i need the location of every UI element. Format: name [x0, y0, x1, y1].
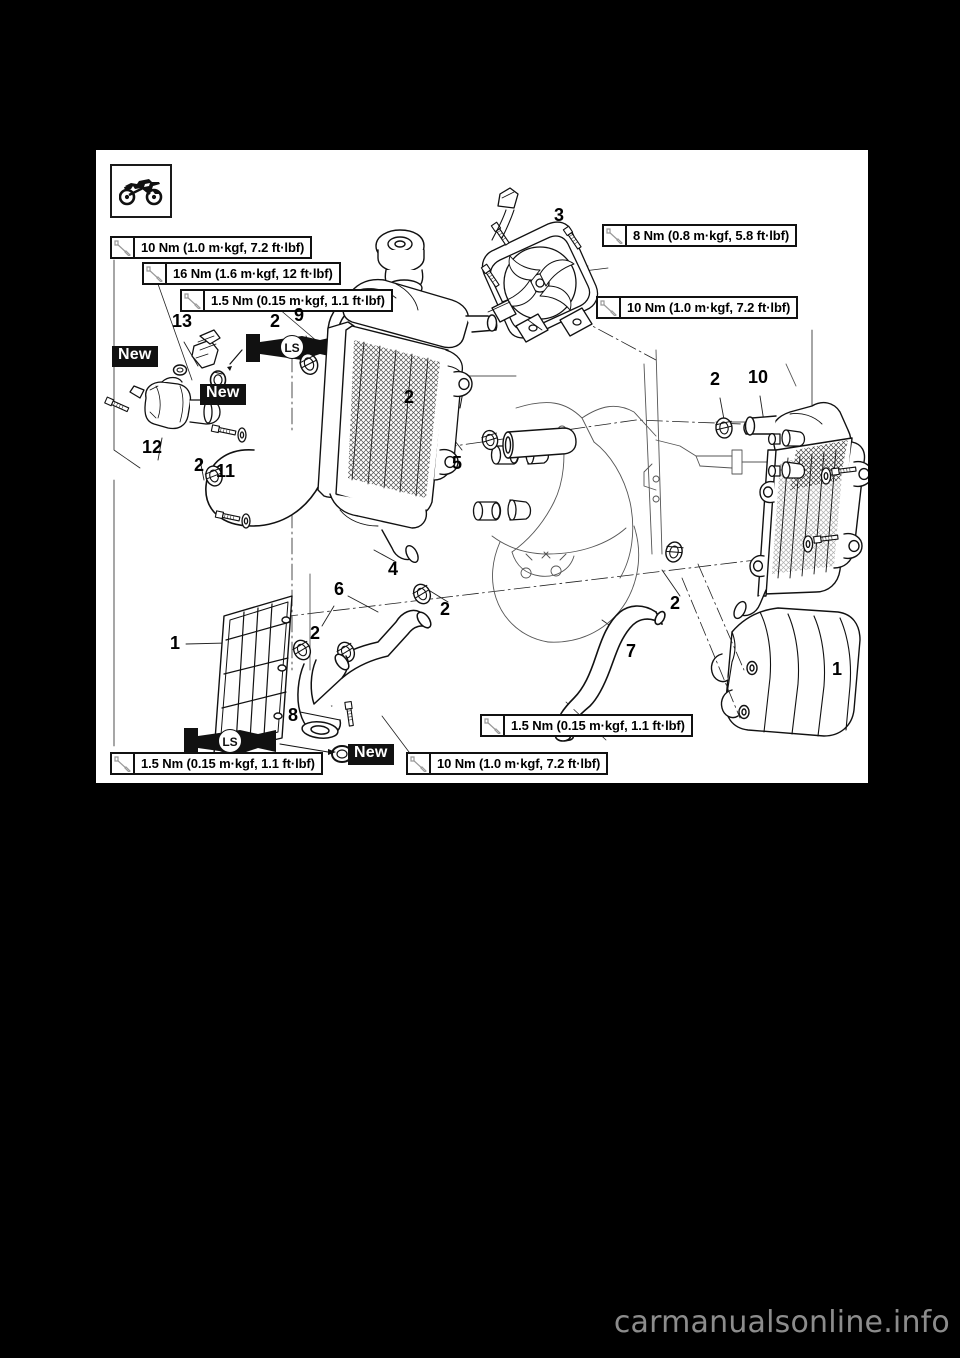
torque-spec-value: 10 Nm (1.0 m·kgf, 7.2 ft·lbf)	[437, 756, 601, 771]
torque-spec-16nm: 16 Nm (1.6 m·kgf, 12 ft·lbf)	[142, 262, 341, 285]
svg-text:LS: LS	[222, 735, 237, 749]
part-callout-13: 13	[172, 311, 193, 331]
torque-spec-value: 10 Nm (1.0 m·kgf, 7.2 ft·lbf)	[627, 300, 791, 315]
part-callout-5: 5	[452, 453, 463, 473]
part-callout-3-fan: 3	[554, 205, 565, 225]
torque-wrench-icon	[598, 298, 621, 317]
site-watermark: carmanualsonline.info	[613, 1305, 950, 1340]
torque-wrench-icon	[144, 264, 167, 283]
torque-spec-value: 1.5 Nm (0.15 m·kgf, 1.1 ft·lbf)	[141, 756, 315, 771]
part-callout-10: 10	[748, 367, 769, 387]
torque-spec-value: 1.5 Nm (0.15 m·kgf, 1.1 ft·lbf)	[211, 293, 385, 308]
diagram-artwork: LS	[96, 150, 868, 783]
part-callout-2-pipe8: 2	[310, 623, 321, 643]
part-callout-2-right-rad: 2	[710, 369, 721, 389]
part-callout-12: 12	[142, 437, 163, 457]
part-callout-1-right-shroud: 1	[832, 659, 843, 679]
part-callout-4-radiator: 4	[388, 559, 399, 579]
torque-spec-value: 1.5 Nm (0.15 m·kgf, 1.1 ft·lbf)	[511, 718, 685, 733]
part-callout-1-left-guard: 1	[170, 633, 181, 653]
torque-spec-value: 8 Nm (0.8 m·kgf, 5.8 ft·lbf)	[633, 228, 790, 243]
part-callout-2-hose6: 2	[440, 599, 451, 619]
part-callout-2-hose5: 2	[404, 387, 415, 407]
new-part-tag-top-left: New	[112, 346, 158, 367]
diagram-plate: LS	[96, 150, 868, 783]
torque-wrench-icon	[112, 754, 135, 773]
torque-wrench-icon	[408, 754, 431, 773]
part-callout-8: 8	[288, 705, 299, 725]
torque-spec-value: 10 Nm (1.0 m·kgf, 7.2 ft·lbf)	[141, 240, 305, 255]
torque-spec-1_5nm-bottom-right: 1.5 Nm (0.15 m·kgf, 1.1 ft·lbf)	[480, 714, 693, 737]
torque-wrench-icon	[112, 238, 135, 257]
torque-spec-8nm: 8 Nm (0.8 m·kgf, 5.8 ft·lbf)	[602, 224, 798, 247]
part-callout-7: 7	[626, 641, 637, 661]
motorcycle-model-icon-box	[110, 164, 172, 218]
new-part-tag-bottom: New	[348, 744, 394, 765]
torque-spec-10nm-top-left: 10 Nm (1.0 m·kgf, 7.2 ft·lbf)	[110, 236, 313, 259]
svg-text:LS: LS	[284, 341, 299, 355]
torque-spec-10nm-right: 10 Nm (1.0 m·kgf, 7.2 ft·lbf)	[596, 296, 799, 319]
torque-wrench-icon	[482, 716, 505, 735]
new-part-tag-mid-left: New	[200, 384, 246, 405]
off-road-motorcycle-icon	[119, 179, 163, 206]
torque-wrench-icon	[604, 226, 627, 245]
torque-wrench-icon	[182, 291, 205, 310]
part-callout-11: 11	[216, 461, 236, 481]
part-callout-2-hose7: 2	[670, 593, 681, 613]
part-callout-2-upper-hose: 2	[270, 311, 281, 331]
torque-spec-10nm-bottom: 10 Nm (1.0 m·kgf, 7.2 ft·lbf)	[406, 752, 609, 775]
part-callout-2-hose11: 2	[194, 455, 205, 475]
torque-spec-1_5nm-top: 1.5 Nm (0.15 m·kgf, 1.1 ft·lbf)	[180, 289, 393, 312]
part-callout-9: 9	[294, 305, 305, 325]
part-callout-6: 6	[334, 579, 345, 599]
torque-spec-1_5nm-bottom-left: 1.5 Nm (0.15 m·kgf, 1.1 ft·lbf)	[110, 752, 323, 775]
torque-spec-value: 16 Nm (1.6 m·kgf, 12 ft·lbf)	[173, 266, 333, 281]
